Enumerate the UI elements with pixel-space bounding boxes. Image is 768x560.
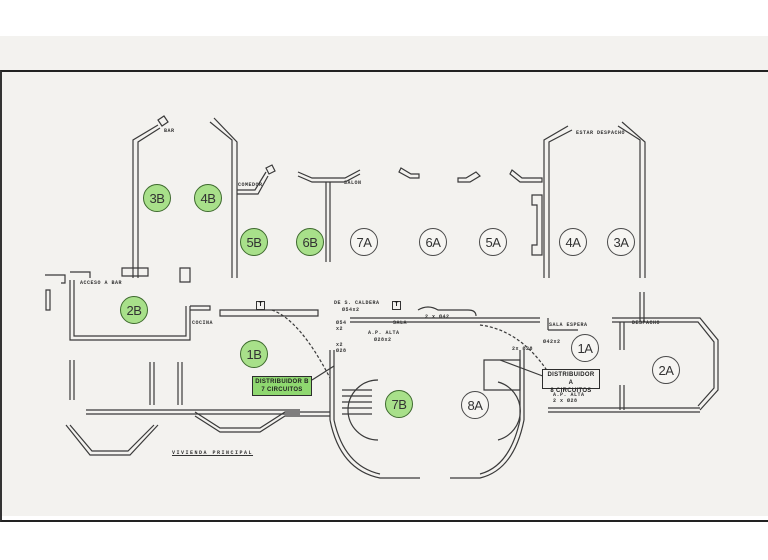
label-caldera: DE S. CALDERA	[334, 300, 380, 306]
room-marker-5B[interactable]: 5B	[240, 228, 268, 256]
label-ap-alta-left: A.P. ALTA	[368, 330, 400, 336]
distributor-b-title: DISTRIBUIDOR B	[255, 379, 309, 385]
room-marker-1B[interactable]: 1B	[240, 340, 268, 368]
room-marker-5A[interactable]: 5A	[479, 228, 507, 256]
label-bar: BAR	[164, 128, 175, 134]
room-marker-6A[interactable]: 6A	[419, 228, 447, 256]
label-despacho: DESPACHO	[632, 320, 661, 326]
room-marker-2B[interactable]: 2B	[120, 296, 148, 324]
label-ap-alta-right: A.P. ALTA	[553, 392, 585, 398]
label-pipe-2x42: 2 x Ø42	[425, 314, 450, 320]
room-marker-1A[interactable]: 1A	[571, 334, 599, 362]
thermostat-marker-left[interactable]: T	[256, 301, 265, 310]
label-diam-28x2-left: Ø28x2	[374, 337, 392, 343]
label-acceso-bar: ACCESO A BAR	[80, 280, 123, 286]
plan-title: VIVIENDA PRINCIPAL	[172, 450, 254, 456]
label-diam-54: Ø54	[336, 320, 347, 326]
distributor-b-callout[interactable]: DISTRIBUIDOR B 7 CIRCUITOS	[252, 376, 312, 396]
room-marker-3B[interactable]: 3B	[143, 184, 171, 212]
label-sala: SALA	[393, 320, 408, 326]
label-salon: SALON	[344, 180, 362, 186]
distributor-a-title: DISTRIBUIDOR A	[547, 372, 595, 386]
room-marker-6B[interactable]: 6B	[296, 228, 324, 256]
thermostat-marker-center[interactable]: T	[392, 301, 401, 310]
distributor-a-callout[interactable]: DISTRIBUIDOR A 8 CIRCUITOS	[542, 369, 600, 394]
label-estar-despacho: ESTAR DESPACHO	[576, 130, 626, 136]
drawing-frame	[0, 70, 768, 522]
room-marker-2A[interactable]: 2A	[652, 356, 680, 384]
room-marker-4B[interactable]: 4B	[194, 184, 222, 212]
label-pipe-2x28: 2x Ø28	[512, 346, 534, 352]
distributor-b-circuits: 7 CIRCUITOS	[261, 387, 303, 393]
label-diam-42x2: Ø42x2	[543, 339, 561, 345]
label-x2-b: x2	[336, 342, 344, 348]
label-comedor: COMEDOR	[238, 182, 263, 188]
label-diam-54x2: Ø54x2	[342, 307, 360, 313]
label-cocina: COCINA	[192, 320, 214, 326]
label-diam-2x28-right: 2 x Ø28	[553, 398, 578, 404]
room-marker-7A[interactable]: 7A	[350, 228, 378, 256]
room-marker-3A[interactable]: 3A	[607, 228, 635, 256]
label-sala-espera: SALA ESPERA	[549, 322, 588, 328]
room-marker-7B[interactable]: 7B	[385, 390, 413, 418]
label-diam-28-left: Ø28	[336, 348, 347, 354]
distributor-a-circuits: 8 CIRCUITOS	[550, 388, 592, 394]
label-x2-a: x2	[336, 326, 344, 332]
room-marker-4A[interactable]: 4A	[559, 228, 587, 256]
room-marker-8A[interactable]: 8A	[461, 391, 489, 419]
